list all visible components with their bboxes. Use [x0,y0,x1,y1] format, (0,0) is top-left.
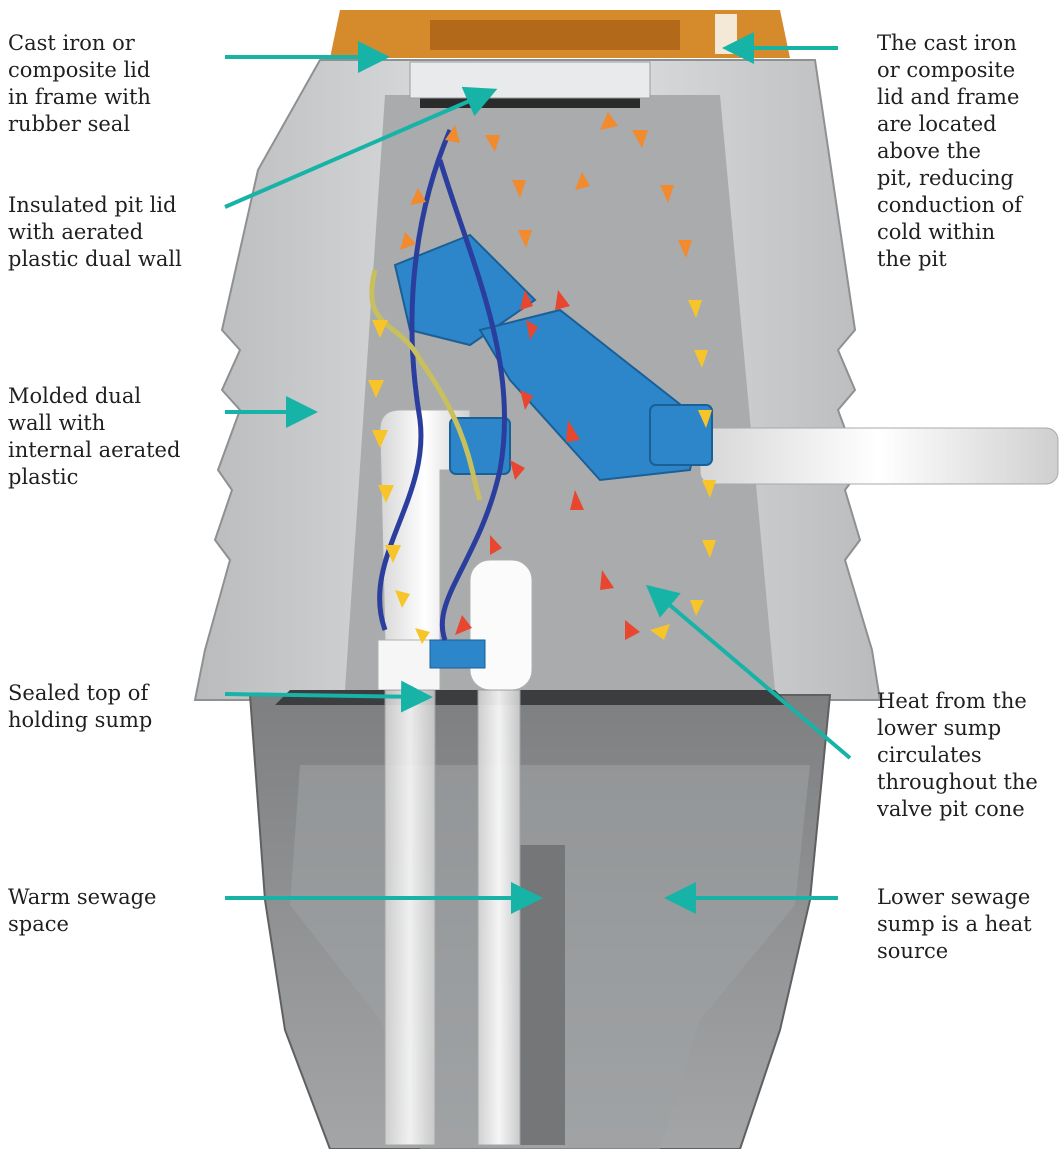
sump-pipe-left [385,690,435,1145]
label-sealed-top: Sealed top of holding sump [8,680,152,734]
label-insulated-lid: Insulated pit lid with aerated plastic d… [8,192,182,273]
sump-pipe-center [478,690,520,1145]
label-heat-source: Lower sewage sump is a heat source [877,884,1032,965]
label-cast-iron-lid: Cast iron or composite lid in frame with… [8,30,151,138]
label-heat-circulation: Heat from the lower sump circulates thro… [877,688,1038,823]
outlet-pipe [700,428,1058,484]
insulated-pit-lid [410,62,650,98]
label-lid-location: The cast iron or composite lid and frame… [877,30,1022,273]
lower-sump [250,690,830,1149]
label-warm-space: Warm sewage space [8,884,156,938]
lid-frame [330,10,790,58]
label-molded-wall: Molded dual wall with internal aerated p… [8,383,180,491]
